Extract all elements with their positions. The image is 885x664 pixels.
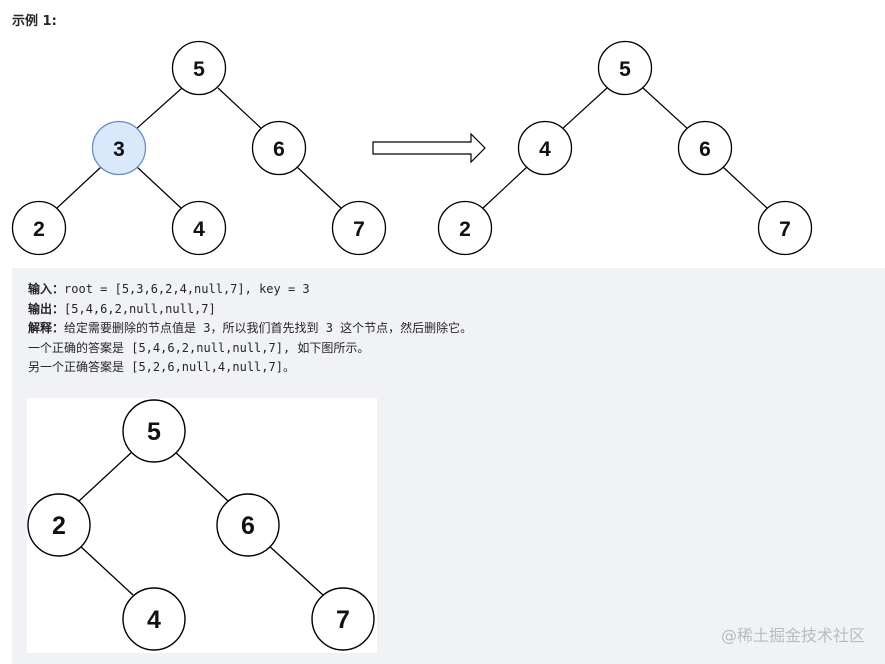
tree-node: 2 xyxy=(437,200,493,256)
svg-text:6: 6 xyxy=(273,138,285,161)
tree-node-highlighted: 3 xyxy=(91,120,147,176)
top-diagram: 5 3 6 2 4 7 xyxy=(11,40,813,256)
result-tree-edges xyxy=(482,87,768,209)
tree-node: 4 xyxy=(171,200,227,256)
svg-text:2: 2 xyxy=(52,512,66,540)
svg-text:6: 6 xyxy=(241,512,255,540)
svg-text:5: 5 xyxy=(147,418,161,446)
result-tree: 5 4 6 2 7 xyxy=(437,40,813,256)
svg-text:2: 2 xyxy=(459,218,471,241)
explanation-label: 解释： xyxy=(28,321,65,335)
tree-node: 4 xyxy=(517,120,573,176)
svg-text:7: 7 xyxy=(353,218,365,241)
alternative-tree-figure: 5 2 6 4 7 xyxy=(27,398,377,653)
tree-node: 2 xyxy=(27,493,91,557)
watermark: @稀土掘金技术社区 xyxy=(720,626,865,645)
svg-text:5: 5 xyxy=(619,58,631,81)
right-arrow-icon xyxy=(372,132,486,164)
svg-text:4: 4 xyxy=(147,606,161,634)
tree-node: 7 xyxy=(311,587,375,651)
code-lines: 输入：root = [5,3,6,2,4,null,7], key = 3 输出… xyxy=(28,280,472,378)
tree-node: 2 xyxy=(11,200,67,256)
tree-node: 7 xyxy=(757,200,813,256)
output-label: 输出： xyxy=(28,301,65,316)
alternative-tree: 5 2 6 4 7 xyxy=(27,399,375,651)
alternative-answer-line: 另一个正确答案是 [5,2,6,null,4,null,7]。 xyxy=(28,360,295,374)
tree-node: 5 xyxy=(122,399,186,463)
svg-text:7: 7 xyxy=(779,218,791,241)
input-value: root = [5,3,6,2,4,null,7], key = 3 xyxy=(64,282,310,296)
answer-line: 一个正确的答案是 [5,4,6,2,null,null,7], 如下图所示。 xyxy=(28,340,370,355)
tree-node: 5 xyxy=(597,40,653,96)
output-value: [5,4,6,2,null,null,7] xyxy=(64,301,216,316)
tree-node: 6 xyxy=(677,120,733,176)
tree-node: 4 xyxy=(122,587,186,651)
tree-node: 7 xyxy=(331,200,387,256)
svg-text:3: 3 xyxy=(113,138,125,161)
svg-text:4: 4 xyxy=(193,218,205,241)
explanation-text: 给定需要删除的节点值是 3，所以我们首先找到 3 这个节点，然后删除它。 xyxy=(64,321,473,335)
example-title: 示例 1: xyxy=(12,14,57,29)
svg-text:4: 4 xyxy=(539,138,551,161)
svg-text:6: 6 xyxy=(699,138,711,161)
tree-node: 5 xyxy=(171,40,227,96)
tree-node: 6 xyxy=(251,120,307,176)
svg-text:7: 7 xyxy=(336,606,350,634)
original-tree-edges xyxy=(56,87,342,209)
svg-text:5: 5 xyxy=(193,58,205,81)
svg-text:2: 2 xyxy=(33,218,45,241)
original-tree: 5 3 6 2 4 7 xyxy=(11,40,387,256)
alternative-tree-edges xyxy=(78,450,324,596)
tree-node: 6 xyxy=(216,493,280,557)
input-label: 输入： xyxy=(28,282,65,296)
